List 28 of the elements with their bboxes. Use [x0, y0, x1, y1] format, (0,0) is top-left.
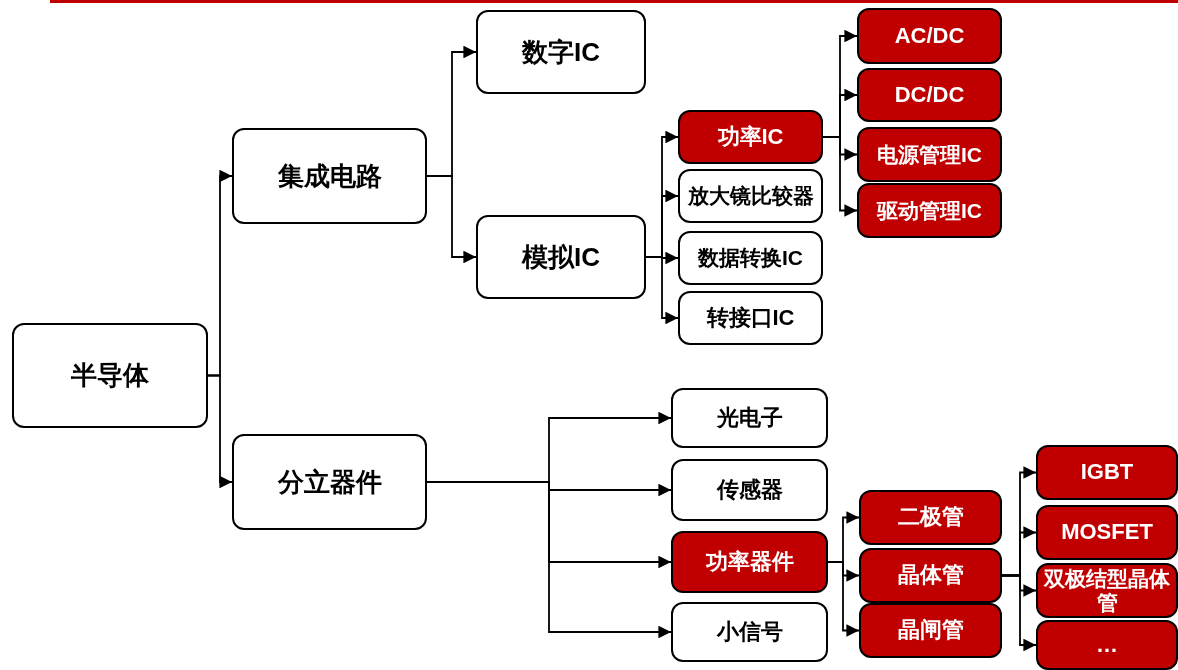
category-box: 数字IC [476, 10, 646, 94]
category-box: 分立器件 [232, 434, 427, 530]
category-box: 电源管理IC [857, 127, 1002, 182]
category-box: 晶闸管 [859, 603, 1002, 658]
arrow [1001, 574, 1037, 652]
category-box: 驱动管理IC [857, 183, 1002, 238]
category-box: 晶体管 [859, 548, 1002, 603]
category-box: AC/DC [857, 8, 1002, 64]
arrow [645, 256, 679, 325]
category-box: 模拟IC [476, 215, 646, 299]
category-box: 光电子 [671, 388, 828, 448]
category-box: DC/DC [857, 68, 1002, 122]
category-box: … [1036, 620, 1178, 670]
category-box: 功率器件 [671, 531, 828, 593]
category-box: 半导体 [12, 323, 208, 428]
category-box: 传感器 [671, 459, 828, 521]
category-box: 数据转换IC [678, 231, 823, 285]
category-box: MOSFET [1036, 505, 1178, 560]
category-box: 集成电路 [232, 128, 427, 224]
category-box: 放大镜比较器 [678, 169, 823, 223]
category-box: 双极结型晶体管 [1036, 563, 1178, 618]
category-box: 小信号 [671, 602, 828, 662]
category-box: 二极管 [859, 490, 1002, 545]
category-box: IGBT [1036, 445, 1178, 500]
category-box: 功率IC [678, 110, 823, 164]
arrow [207, 374, 233, 489]
arrow [426, 175, 477, 264]
category-box: 转接口IC [678, 291, 823, 345]
